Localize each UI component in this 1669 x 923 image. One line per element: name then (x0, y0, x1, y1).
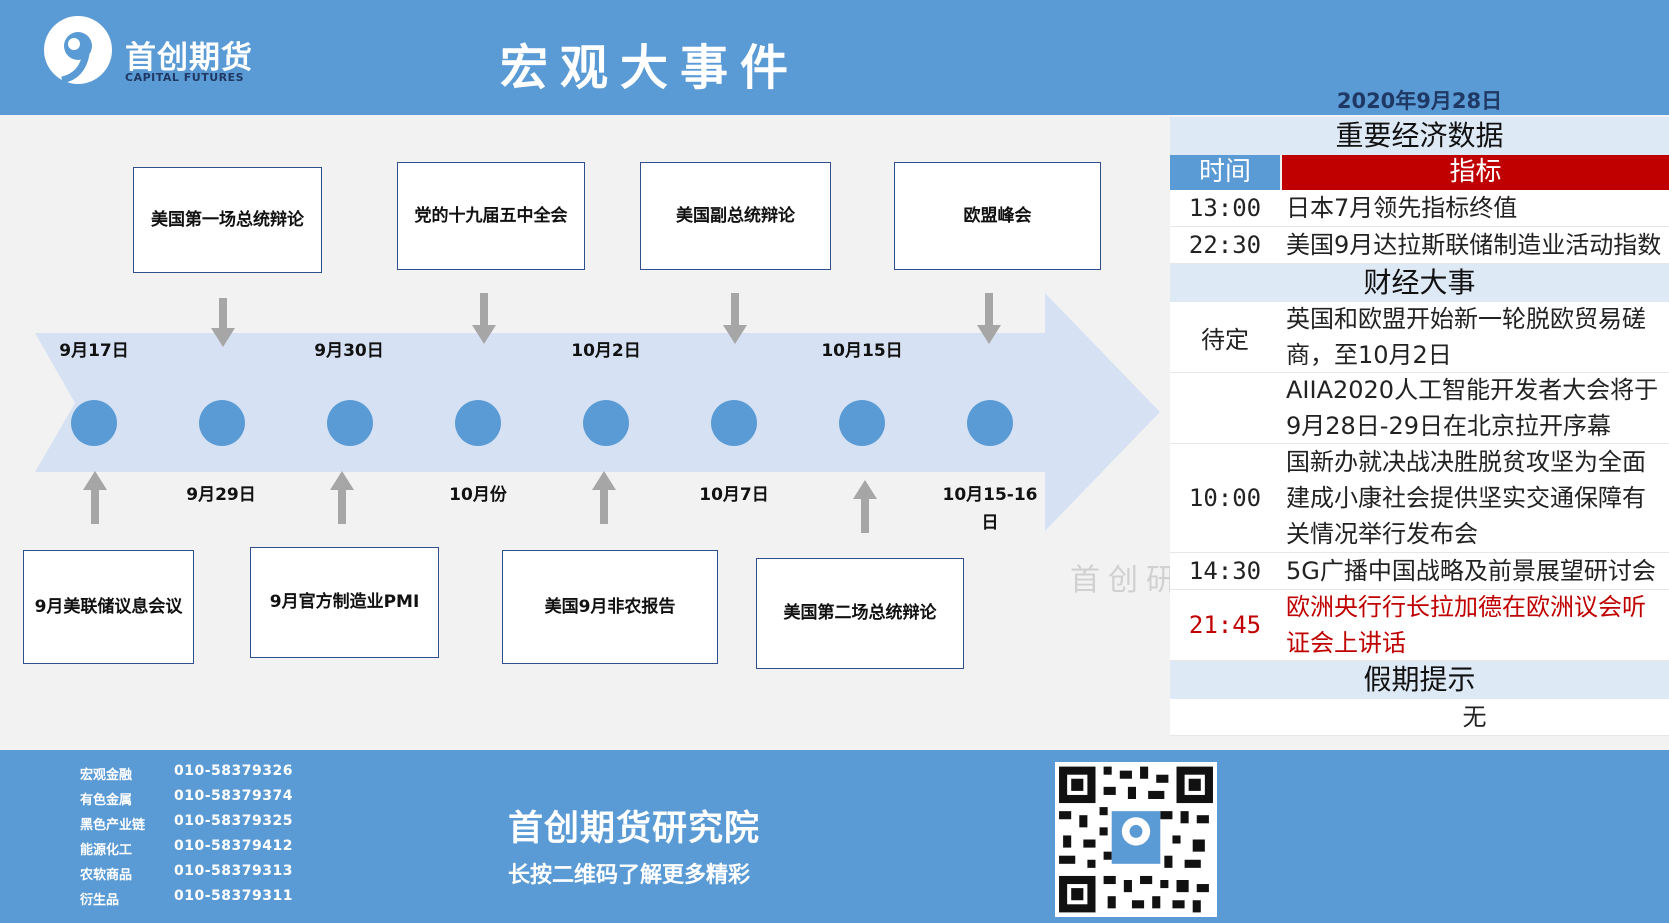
events-title: 财经大事 (1170, 264, 1669, 302)
date-label: 9月17日 (59, 341, 129, 361)
date-label: 9月30日 (314, 341, 384, 361)
contact-phone: 010-58379412 (174, 838, 293, 854)
watermark-text: 首创研 (1070, 563, 1184, 598)
date-label: 10月2日 (571, 341, 641, 361)
row-text: 国新办就决战决胜脱贫攻坚为全面建成小康社会提供坚实交通保障有关情况举行发布会 (1286, 448, 1646, 548)
event-row: 21:45 欧洲央行行长拉加德在欧洲议会听证会上讲话 (1170, 590, 1669, 661)
timeline-dot (455, 400, 501, 446)
holiday-text: 无 (1462, 703, 1487, 731)
page-title: 宏观大事件 (500, 40, 801, 96)
contact-phone: 010-58379374 (174, 788, 293, 804)
row-time: 待定 (1201, 325, 1249, 354)
contact-name: 衍生品 (80, 893, 120, 908)
logo-icon (44, 16, 112, 84)
contact-name: 能源化工 (80, 843, 133, 858)
contact-name: 农软商品 (80, 868, 133, 883)
event-box-top: 欧盟峰会 (894, 162, 1101, 270)
report-date: 2020年9月28日 (1336, 89, 1503, 113)
holiday-title: 假期提示 (1170, 661, 1669, 699)
timeline-dot (839, 400, 885, 446)
up-arrows (83, 471, 877, 533)
timeline-dot (967, 400, 1013, 446)
event-box-bottom: 9月美联储议息会议 (23, 550, 194, 664)
qr-code-icon[interactable] (1055, 762, 1217, 917)
timeline-dot (583, 400, 629, 446)
contact-phone: 010-58379326 (174, 763, 293, 779)
contact-phone: 010-58379313 (174, 863, 293, 879)
row-time: 21:45 (1188, 611, 1262, 639)
event-box-top: 党的十九届五中全会 (397, 162, 585, 270)
down-arrows (211, 293, 1001, 347)
event-box-bottom: 美国9月非农报告 (502, 550, 718, 664)
row-text: 5G广播中国战略及前景展望研讨会 (1286, 557, 1656, 585)
contact-phone: 010-58379325 (174, 813, 293, 829)
timeline-dot (199, 400, 245, 446)
date-label: 10月15日 (821, 341, 903, 361)
row-text: 欧洲央行行长拉加德在欧洲议会听证会上讲话 (1286, 593, 1646, 657)
econ-data-title: 重要经济数据 (1170, 117, 1669, 155)
row-text: 英国和欧盟开始新一轮脱欧贸易磋商，至10月2日 (1286, 305, 1646, 369)
row-time: 10:00 (1188, 484, 1262, 512)
event-row: 14:30 5G广播中国战略及前景展望研讨会 (1170, 553, 1669, 590)
date-label: 9月29日 (186, 485, 256, 505)
col-header-indicator: 指标 (1282, 155, 1669, 190)
event-box-bottom: 美国第二场总统辩论 (756, 558, 964, 669)
event-row: AIIA2020人工智能开发者大会将于9月28日-29日在北京拉开序幕 (1170, 373, 1669, 444)
row-text: AIIA2020人工智能开发者大会将于9月28日-29日在北京拉开序幕 (1286, 376, 1659, 440)
event-row: 10:00 国新办就决战决胜脱贫攻坚为全面建成小康社会提供坚实交通保障有关情况举… (1170, 444, 1669, 553)
event-row: 待定 英国和欧盟开始新一轮脱欧贸易磋商，至10月2日 (1170, 302, 1669, 373)
date-label: 10月15-16日 (942, 485, 1038, 533)
row-time (1170, 373, 1280, 443)
timeline-area: 美国第一场总统辩论 党的十九届五中全会 美国副总统辩论 欧盟峰会 9月美联储议息… (0, 115, 1168, 750)
econ-row: 22:30 美国9月达拉斯联储制造业活动指数 (1170, 227, 1669, 264)
econ-row: 13:00 日本7月领先指标终值 (1170, 190, 1669, 227)
event-box-top: 美国副总统辩论 (640, 162, 831, 270)
event-box-top: 美国第一场总统辩论 (133, 167, 322, 273)
date-label: 10月7日 (699, 485, 769, 505)
holiday-row: 无 (1170, 699, 1669, 736)
contact-phone: 010-58379311 (174, 888, 293, 904)
col-header-time: 时间 (1170, 155, 1280, 190)
contact-name: 黑色产业链 (80, 818, 146, 833)
contact-name: 宏观金融 (80, 768, 133, 783)
footer-bar (0, 750, 1669, 923)
logo-text: 首创期货 (125, 40, 253, 76)
row-text: 日本7月领先指标终值 (1286, 194, 1518, 222)
date-label: 10月份 (449, 485, 507, 505)
footer-subtitle: 长按二维码了解更多精彩 (508, 863, 751, 888)
footer-title: 首创期货研究院 (508, 809, 761, 849)
row-text: 美国9月达拉斯联储制造业活动指数 (1286, 231, 1662, 259)
timeline-dot (711, 400, 757, 446)
row-time: 14:30 (1188, 557, 1262, 585)
row-time: 13:00 (1188, 194, 1262, 222)
event-box-bottom: 9月官方制造业PMI (250, 547, 439, 658)
header-bar (0, 0, 1669, 115)
timeline-dot (71, 400, 117, 446)
row-time: 22:30 (1188, 231, 1262, 259)
timeline-dot (327, 400, 373, 446)
logo-subtext: CAPITAL FUTURES (125, 71, 245, 84)
contact-name: 有色金属 (80, 793, 133, 808)
